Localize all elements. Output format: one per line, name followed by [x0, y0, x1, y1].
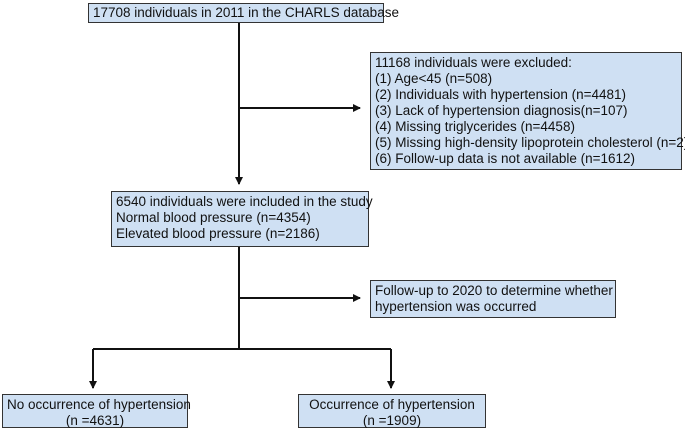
occurrence-box: Occurrence of hypertension (n =1909)	[298, 394, 486, 428]
included-box: 6540 individuals were included in the st…	[111, 191, 373, 247]
included-line: Elevated blood pressure (n=2186)	[116, 226, 320, 241]
excluded-line: (3) Lack of hypertension diagnosis(n=107…	[375, 103, 628, 118]
database-box: 17708 individuals in 2011 in the CHARLS …	[88, 3, 399, 23]
included-line: 6540 individuals were included in the st…	[116, 194, 373, 209]
followup-box: Follow-up to 2020 to determine whether h…	[370, 280, 616, 318]
excluded-box: 11168 individuals were excluded: (1) Age…	[370, 52, 685, 170]
excluded-line: (1) Age<45 (n=508)	[375, 71, 493, 86]
excluded-line: (6) Follow-up data is not available (n=1…	[375, 151, 636, 166]
excluded-line: (2) Individuals with hypertension (n=448…	[375, 87, 627, 102]
excluded-line: (4) Missing triglycerides (n=4458)	[375, 119, 575, 134]
occurrence-line: Occurrence of hypertension	[309, 397, 475, 412]
no-occurrence-line: No occurrence of hypertension	[7, 397, 191, 412]
no-occurrence-box: No occurrence of hypertension (n =4631)	[2, 394, 191, 428]
no-occurrence-count: (n =4631)	[65, 413, 125, 428]
excluded-line: 11168 individuals were excluded:	[375, 55, 572, 70]
occurrence-count: (n =1909)	[362, 413, 422, 428]
excluded-line: (5) Missing high-density lipoprotein cho…	[375, 135, 685, 150]
included-line: Normal blood pressure (n=4354)	[116, 210, 311, 225]
followup-line: Follow-up to 2020 to determine whether	[375, 283, 613, 298]
database-line: 17708 individuals in 2011 in the CHARLS …	[93, 5, 399, 20]
followup-line: hypertension was occurred	[375, 299, 537, 314]
